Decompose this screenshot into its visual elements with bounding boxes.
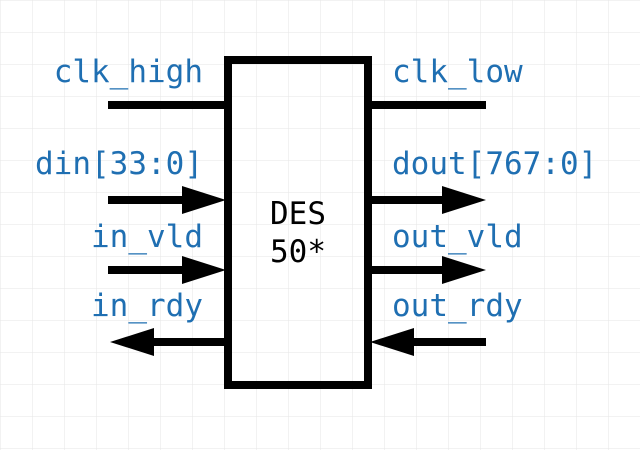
arrowhead-din [182, 186, 226, 214]
left-port-in-rdy: in_rdy [91, 288, 228, 356]
left-port-din: din[33:0] [35, 146, 226, 214]
port-label-out-rdy: out_rdy [392, 288, 523, 324]
arrowhead-out-rdy [370, 328, 414, 356]
port-label-clk-high: clk_high [54, 54, 203, 90]
arrowhead-in-rdy [110, 328, 154, 356]
right-port-clk-low: clk_low [368, 54, 523, 109]
right-port-dout: dout[767:0] [368, 146, 597, 214]
arrowhead-in-vld [182, 256, 226, 284]
port-label-in-vld: in_vld [91, 219, 203, 255]
right-port-out-vld: out_vld [368, 219, 523, 284]
port-label-in-rdy: in_rdy [91, 288, 203, 324]
port-label-clk-low: clk_low [392, 54, 523, 90]
right-port-out-rdy: out_rdy [370, 288, 523, 356]
port-label-out-vld: out_vld [392, 219, 523, 255]
arrowhead-out-vld [442, 256, 486, 284]
left-port-in-vld: in_vld [91, 219, 226, 284]
des-block [224, 56, 372, 389]
port-label-dout: dout[767:0] [392, 146, 597, 182]
port-label-din: din[33:0] [35, 146, 203, 182]
block-name: DES [270, 196, 326, 232]
left-port-clk-high: clk_high [54, 54, 228, 109]
arrowhead-dout [442, 186, 486, 214]
block-count: 50* [270, 234, 326, 270]
